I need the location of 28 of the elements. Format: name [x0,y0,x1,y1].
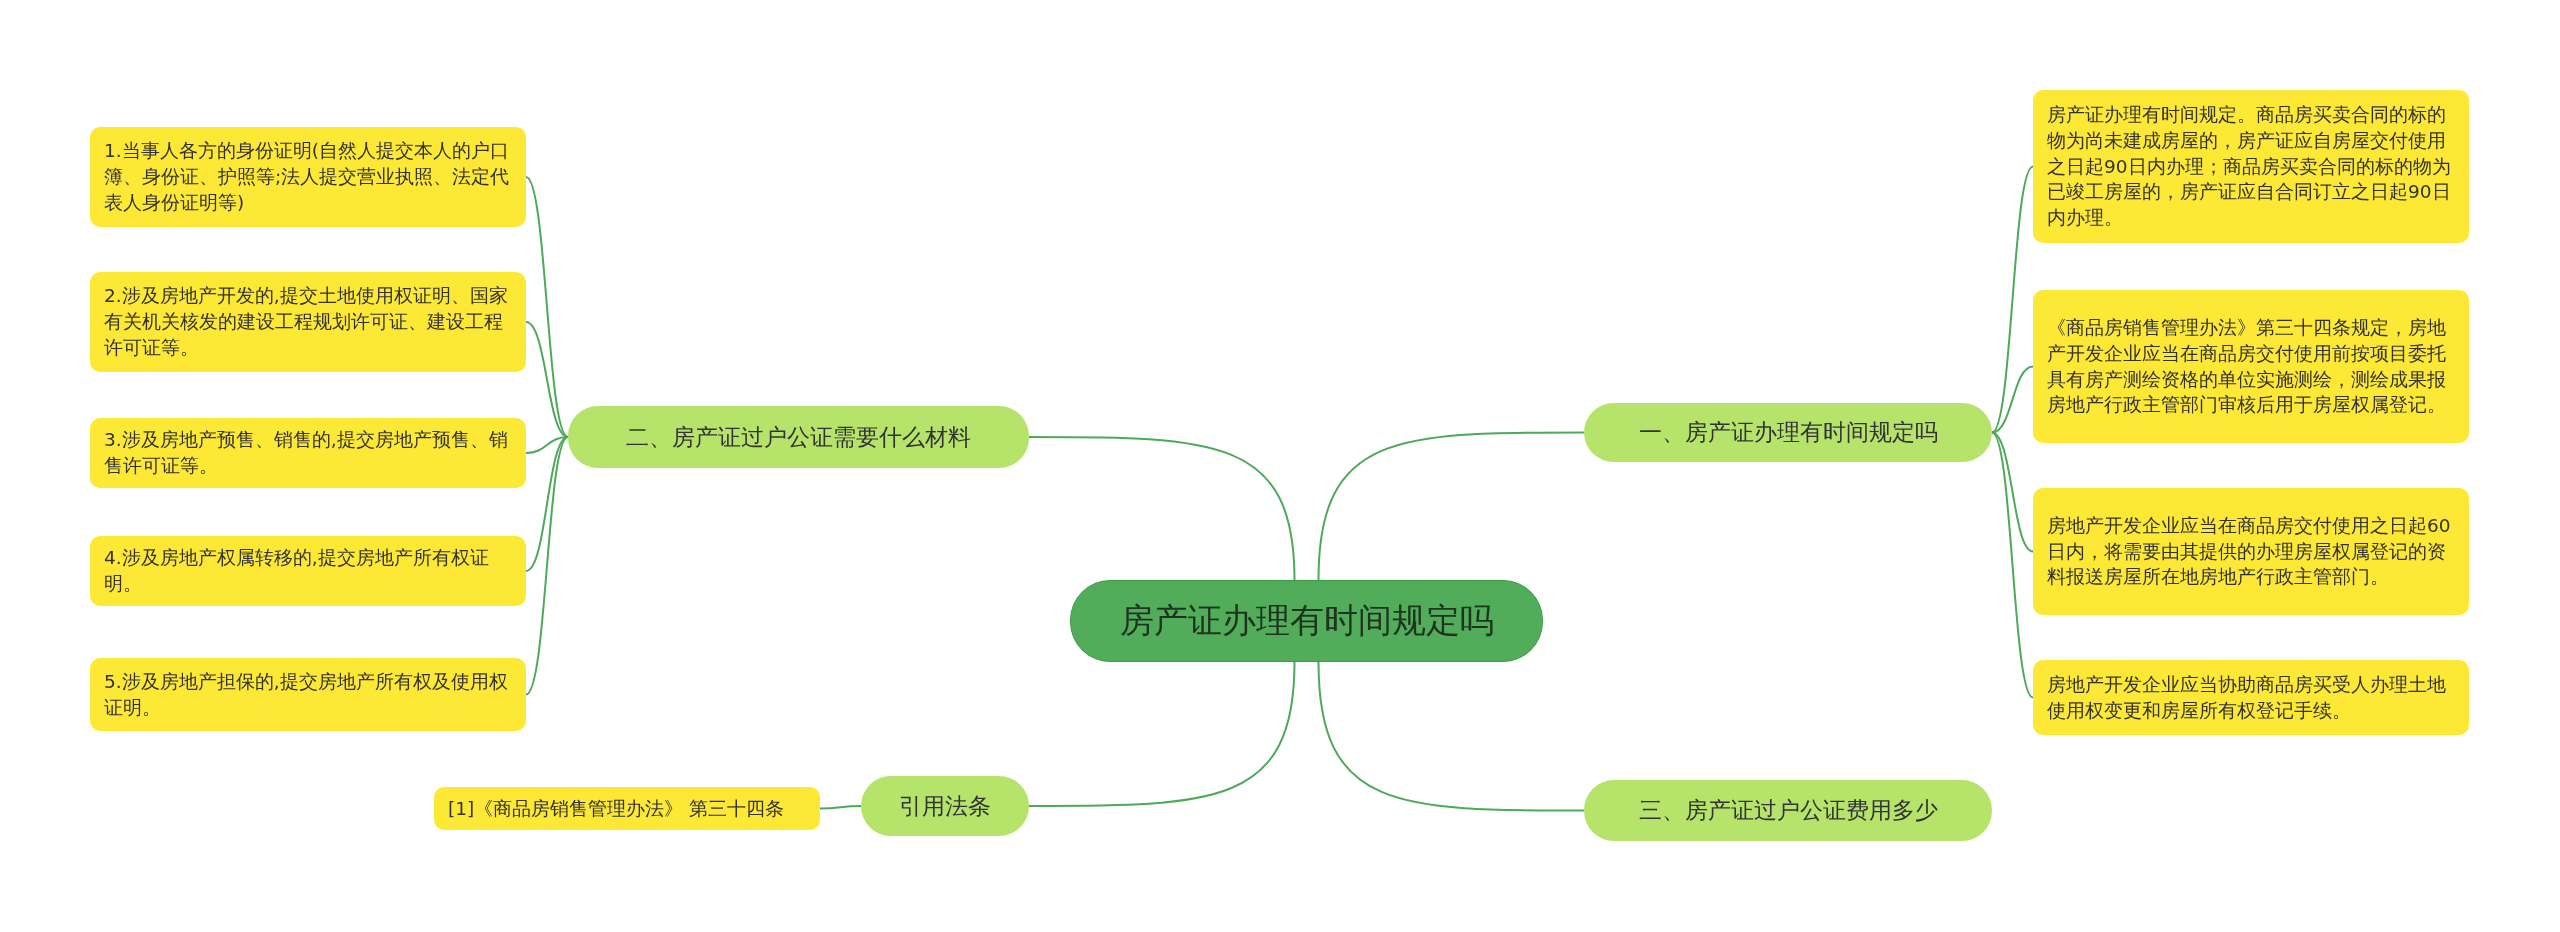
topic-pill: 三、房产证过户公证费用多少 [1584,780,1992,841]
connector-line [525,436,569,696]
topic-pill: 二、房产证过户公证需要什么材料 [568,406,1029,468]
note-card: 房地产开发企业应当协助商品房买受人办理土地使用权变更和房屋所有权登记手续。 [2033,660,2469,735]
note-card: 5.涉及房地产担保的,提交房地产所有权及使用权证明。 [90,658,526,731]
connector-line [1991,431,2034,553]
topic-pill: 引用法条 [861,776,1029,836]
note-card: [1]《商品房销售管理办法》 第三十四条 [434,787,820,830]
connector-line [1991,165,2034,434]
connector-line [525,176,569,438]
note-card: 2.涉及房地产开发的,提交土地使用权证明、国家有关机关核发的建设工程规划许可证、建设工程许可证等。 [90,272,526,372]
connector-line [1028,661,1296,807]
topic-pill: 一、房产证办理有时间规定吗 [1584,403,1992,462]
connector-line [1317,661,1585,812]
central-topic: 房产证办理有时间规定吗 [1070,580,1543,662]
note-card: 1.当事人各方的身份证明(自然人提交本人的户口簿、身份证、护照等;法人提交营业执照、法定代表人身份证明等) [90,127,526,227]
note-card: 《商品房销售管理办法》第三十四条规定，房地产开发企业应当在商品房交付使用前按项目委托具有房产测绘资格的单位实施测绘，测绘成果报房地产行政主管部门审核后用于房屋权属登记。 [2033,290,2469,443]
connector-line [819,805,862,810]
note-card: 4.涉及房地产权属转移的,提交房地产所有权证明。 [90,536,526,606]
connector-line [525,436,569,454]
connector-line [1991,431,2034,699]
note-card: 房地产开发企业应当在商品房交付使用之日起60日内，将需要由其提供的办理房屋权属登记的资料报送房屋所在地房地产行政主管部门。 [2033,488,2469,615]
connector-line [1028,436,1296,581]
note-card: 房产证办理有时间规定。商品房买卖合同的标的物为尚未建成房屋的，房产证应自房屋交付使用之日起90日内办理；商品房买卖合同的标的物为已竣工房屋的，房产证应自合同订立之日起90日内办理。 [2033,90,2469,243]
connector-line [1317,431,1585,581]
note-card: 3.涉及房地产预售、销售的,提交房地产预售、销售许可证等。 [90,418,526,488]
connector-line [1991,365,2034,434]
connector-line [525,321,569,438]
